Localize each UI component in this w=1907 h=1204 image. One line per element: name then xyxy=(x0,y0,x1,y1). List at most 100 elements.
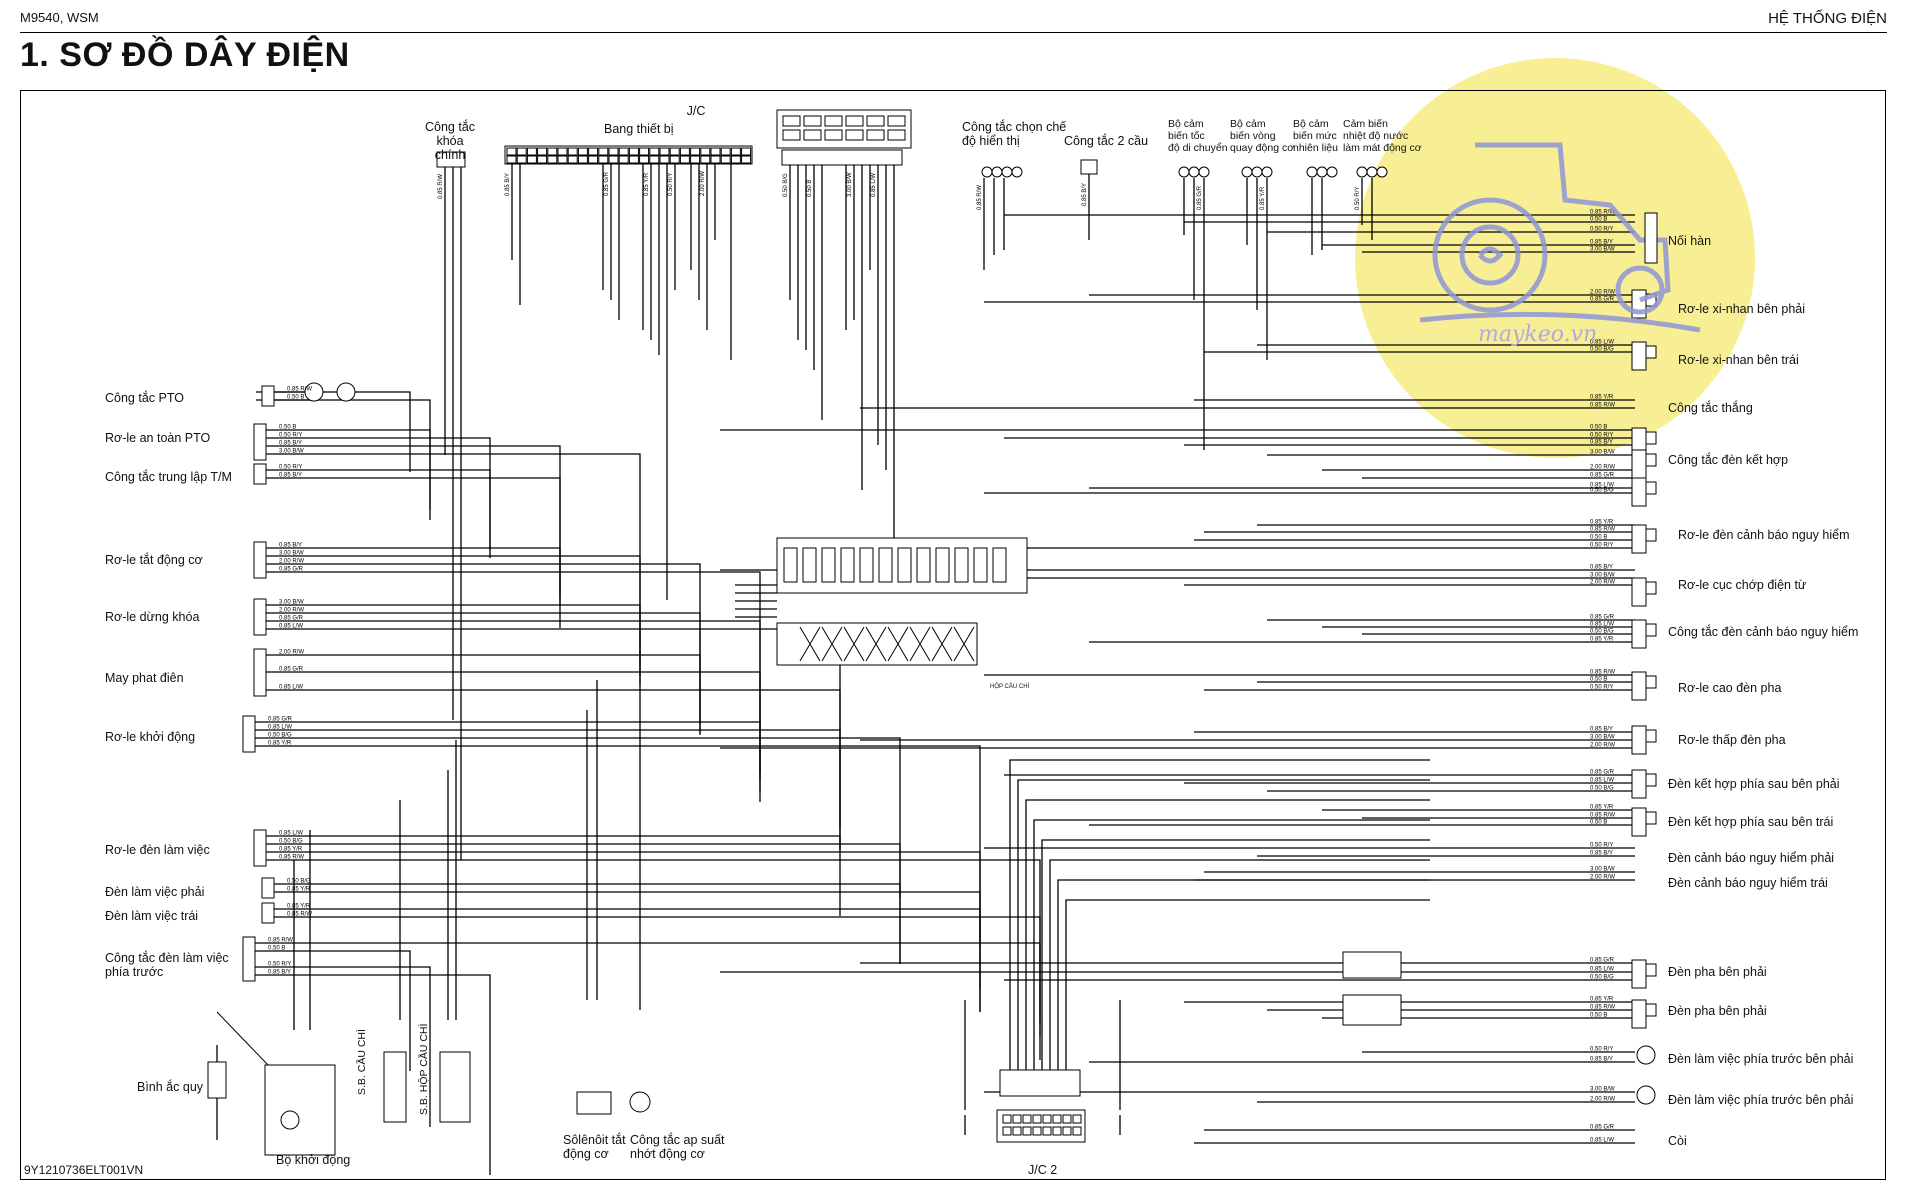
wire-code: 0.85 G/R xyxy=(279,567,304,573)
jc2-pin xyxy=(1062,1126,1072,1136)
panel-pin xyxy=(506,155,517,164)
right-connector xyxy=(1631,769,1647,799)
wire-code: 2.00 R/W xyxy=(700,171,706,196)
wire-code: 3.00 B/W xyxy=(279,449,304,455)
relay-slot xyxy=(840,547,855,583)
wire-code: 3.00 B/W xyxy=(279,600,304,606)
jc2-pin xyxy=(1072,1114,1082,1124)
wire-code: 0.85 L/W xyxy=(1590,967,1614,973)
wire-code: 0.50 B/G xyxy=(783,173,789,197)
jc2-label: J/C 2 xyxy=(1028,1163,1058,1177)
panel-pin xyxy=(669,147,680,156)
jc2-pin xyxy=(1022,1114,1032,1124)
wire xyxy=(266,563,701,724)
right-label-7: Công tắc đèn cảnh báo nguy hiểm xyxy=(1668,625,1859,639)
wire-code: 0.50 B xyxy=(287,395,304,401)
left-label-7: Rơ-le đèn làm việc xyxy=(105,843,210,857)
jc-pin xyxy=(824,129,843,141)
wire-code: 0.50 R/Y xyxy=(1590,543,1613,549)
panel-pin xyxy=(588,147,599,156)
wire xyxy=(1025,799,1430,1070)
right-connector xyxy=(1631,341,1647,371)
pto-switch-icon xyxy=(336,382,356,402)
stop-solenoid-label: Sôlênôit tắt động cơ xyxy=(563,1133,626,1161)
jc-pin xyxy=(887,129,906,141)
jc2-pin xyxy=(1052,1114,1062,1124)
relay-slot xyxy=(973,547,988,583)
wire-code: 0.85 Y/R xyxy=(1590,997,1614,1003)
speed-sensor-pin xyxy=(1188,166,1200,178)
wire-code: 0.85 R/W xyxy=(438,174,444,199)
relay-slot xyxy=(821,547,836,583)
wire-code: 2.00 R/W xyxy=(279,608,304,614)
relay-slot xyxy=(935,547,950,583)
panel-pin xyxy=(598,155,609,164)
wire-code: 0.85 Y/R xyxy=(1590,637,1614,643)
wire-code: 0.50 B xyxy=(1590,820,1607,826)
wire-code: 0.50 B xyxy=(1590,677,1607,683)
relay-slot xyxy=(859,547,874,583)
wire xyxy=(266,612,701,733)
jc2-pin xyxy=(1042,1126,1052,1136)
stop-solenoid-icon xyxy=(576,1091,612,1115)
panel-pin xyxy=(730,147,741,156)
wire-code: 0.85 B/Y xyxy=(1590,1057,1613,1063)
rpm-sensor-label: Bộ cảm biến vòng quay động cơ xyxy=(1230,118,1295,154)
panel-pin xyxy=(690,155,701,164)
fuse-box xyxy=(776,622,978,666)
wire-code: 0.50 R/Y xyxy=(1590,843,1613,849)
panel-pin xyxy=(547,147,558,156)
left-connector xyxy=(242,936,256,982)
panel-pin xyxy=(526,155,537,164)
diagram-frame xyxy=(20,90,1886,1180)
jc-pin xyxy=(845,115,864,127)
right-connector-pin xyxy=(1645,963,1657,977)
left-connector xyxy=(253,648,267,697)
right-connector xyxy=(1631,619,1647,649)
right-connector xyxy=(1631,477,1647,507)
panel-pin xyxy=(526,147,537,156)
right-connector-pin xyxy=(1645,773,1657,787)
speed-sensor-label: Bộ cảm biến tốc độ di chuyển xyxy=(1168,118,1228,154)
wire-code: 0.50 B xyxy=(1590,1013,1607,1019)
right-connector-pin xyxy=(1645,729,1657,743)
wire-code: 2.00 R/W xyxy=(1590,290,1615,296)
right-label-1: Rơ-le xi-nhan bên phải xyxy=(1678,302,1806,316)
jc2-pin xyxy=(1052,1126,1062,1136)
right-label-8: Rơ-le cao đèn pha xyxy=(1678,681,1782,695)
wire-code: 0.50 R/Y xyxy=(1590,433,1613,439)
wire xyxy=(266,835,841,916)
display-switch-pin xyxy=(991,166,1003,178)
right-connector-pin xyxy=(1645,345,1657,359)
component-shapes xyxy=(207,109,1657,1156)
wire-code: 0.50 R/Y xyxy=(668,173,674,196)
wire xyxy=(274,908,981,989)
right-label-10: Đèn kết hợp phía sau bên phải xyxy=(1668,777,1840,791)
header-divider xyxy=(20,32,1887,33)
rpm-sensor-pin xyxy=(1241,166,1253,178)
right-connector xyxy=(1631,725,1647,755)
panel-pin xyxy=(516,155,527,164)
panel-pin xyxy=(649,147,660,156)
wire-code: 0.85 B/Y xyxy=(1590,727,1613,733)
right-connector-pin xyxy=(1645,675,1657,689)
figure-code: 9Y1210736ELT001VN xyxy=(24,1163,144,1177)
right-label-14: Đèn pha bên phải xyxy=(1668,965,1767,979)
relay-slot xyxy=(878,547,893,583)
fuse-cross xyxy=(865,626,887,662)
pto-switch-icon xyxy=(304,382,324,402)
wire-code: 0.85 Y/R xyxy=(644,172,650,196)
panel-pin xyxy=(649,155,660,164)
wire-code: 0.50 R/Y xyxy=(1355,187,1361,210)
panel-pin xyxy=(577,147,588,156)
wire-code: 0.85 R/W xyxy=(1590,813,1615,819)
relay-slot xyxy=(954,547,969,583)
panel-pin xyxy=(628,155,639,164)
wire-code: 0.85 Y/R xyxy=(287,887,311,893)
panel-pin xyxy=(710,147,721,156)
jc2-pin xyxy=(1002,1114,1012,1124)
left-label-4: Rơ-le dừng khóa xyxy=(105,610,200,624)
wire-code: 0.85 L/W xyxy=(1590,778,1614,784)
jc-pin xyxy=(803,115,822,127)
wire xyxy=(274,399,431,520)
